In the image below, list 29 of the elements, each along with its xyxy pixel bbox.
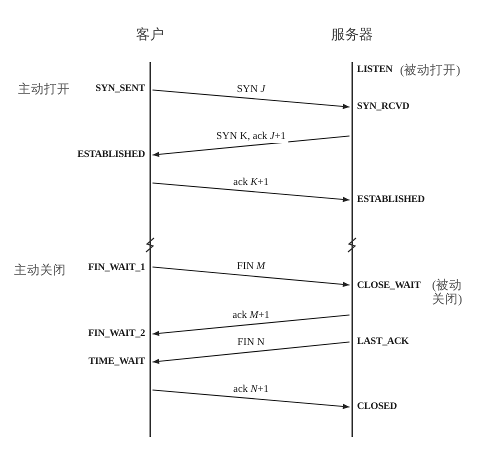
edge-label: SYN J <box>234 84 268 96</box>
state-label: FIN_WAIT_2 <box>88 327 145 341</box>
state-label: LISTEN <box>357 63 392 77</box>
state-label: TIME_WAIT <box>88 355 145 369</box>
message-arrow <box>152 182 350 202</box>
state-label: LAST_ACK <box>357 335 409 349</box>
message-arrow <box>152 389 350 410</box>
note-text: 主动关闭 <box>14 263 66 277</box>
message-arrow <box>152 89 350 110</box>
state-label: CLOSE_WAIT <box>357 279 421 293</box>
participant-label: 客户 <box>136 26 164 44</box>
edge-label: ack N+1 <box>231 384 271 396</box>
state-label: SYN_RCVD <box>357 100 410 114</box>
state-label: CLOSED <box>357 400 397 414</box>
message-arrow <box>152 135 350 157</box>
state-label: ESTABLISHED <box>77 148 145 162</box>
note-text: (被动关闭) <box>432 278 464 306</box>
participant-label: 服务器 <box>331 26 373 44</box>
message-arrow <box>152 314 350 336</box>
state-label: FIN_WAIT_1 <box>88 261 145 275</box>
edge-label: ack K+1 <box>231 176 271 188</box>
message-arrow <box>152 341 350 364</box>
state-label: ESTABLISHED <box>357 193 425 207</box>
note-text: (被动打开) <box>400 63 460 77</box>
note-text: 主动打开 <box>18 82 70 96</box>
edge-label: SYN K, ack J+1 <box>214 130 288 142</box>
message-arrow <box>152 266 350 288</box>
edge-label: ack M+1 <box>230 310 272 322</box>
state-label: SYN_SENT <box>95 82 145 96</box>
